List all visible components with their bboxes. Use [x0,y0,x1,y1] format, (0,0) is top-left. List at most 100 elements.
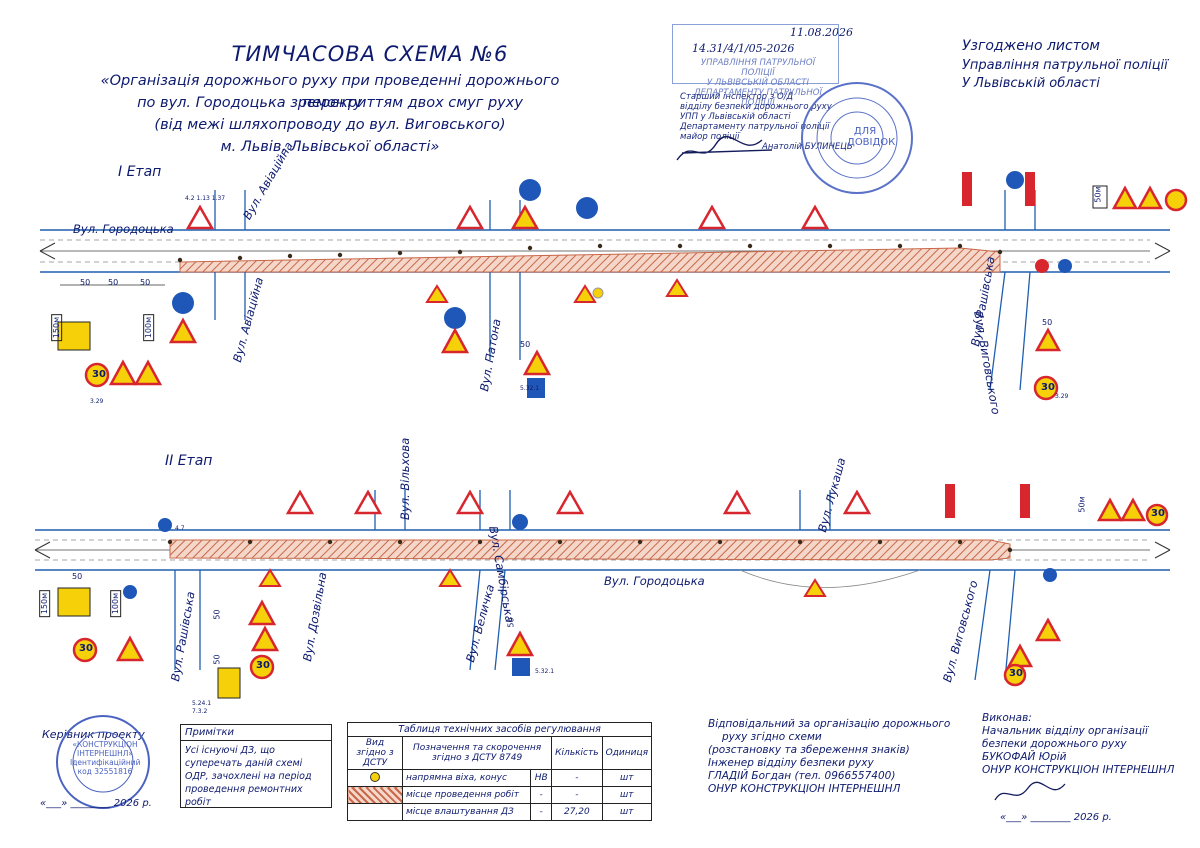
subtitle-line-2: по вул. Городоцька з перекриттям двох см… [137,95,523,111]
table-header: Вид згідно з ДСТУ [347,736,403,770]
roadwork-sign-icon [1111,185,1139,210]
warning-sign-icon [455,204,485,230]
direction-sign-icon [512,514,528,530]
sign-code: 5.32.1 [535,668,555,675]
warning-sign-icon [842,489,872,515]
cone-icon [370,771,380,782]
main-street-label: Вул. Городоцька [73,222,174,236]
roadwork-sign-icon [522,349,552,376]
warning-sign-icon [722,489,752,515]
scheme-title: ТИМЧАСОВА СХЕМА №6 [231,42,509,66]
subtitle-line-4: м. Львів, Львівської області» [220,139,440,155]
warning-sign-icon [697,204,727,230]
roadwork-sign-icon [1034,327,1062,352]
company-round-stamp [56,715,150,809]
speed-limit-value: 30 [1041,382,1055,393]
stage-2-signs [57,484,1169,699]
registration-number: 14.31/4/1/05-2026 [692,42,795,55]
sign-code: 3.29 [90,398,104,405]
direction-sign-icon [1006,171,1024,189]
dimension-label: 50 [80,278,91,287]
speed-limit-sign-icon [84,362,110,388]
roadwork-sign-icon [573,284,597,303]
sign-code: 3.29 [1055,393,1069,400]
direction-sign-icon [123,585,137,599]
side-street-rashivska [989,271,1031,391]
sign-code: 5.32.1 [520,385,540,392]
notes-text: Усі існуючі ДЗ, що суперечать даній схем… [185,745,312,808]
speed-limit-value: 30 [256,660,270,671]
distance-plate: 100м [110,589,122,618]
speed-limit-sign-icon [1164,188,1188,212]
side-street-lukasha [799,490,831,530]
notes-header: Примітки [181,725,331,741]
roadwork-sign-icon [665,278,689,297]
dimension-label: 50 [212,654,222,665]
distance-plate: 150м [51,313,63,342]
dimension-label: 50 [506,617,516,628]
side-street-rashivska [174,570,201,670]
registration-stamp-text: УПРАВЛІННЯ ПАТРУЛЬНОЇ ПОЛІЦІЇ У ЛЬВІВСЬК… [693,58,823,108]
approval-heading: Узгоджено листом [962,38,1100,54]
work-zone [179,247,1001,273]
sign-code-labels: 4.2 1.13 1.37 [185,195,226,202]
narrowing-sign-icon [133,359,163,386]
roadwork-sign-icon [438,568,462,587]
warning-sign-icon [353,489,383,515]
regulation-table: Таблиця технічних засобів регулювання Ви… [347,722,653,821]
table-row: місце влаштування ДЗ - 27,20 шт [347,803,653,821]
table-header: Кількість [551,736,603,770]
inspector-block: Старший інспектор з О/Д відділу безпеки … [680,92,853,152]
hatch-swatch [347,786,403,804]
direction-sign-icon [576,197,598,219]
company-stamp-text: «КОНСТРУКЦІОН ІНТЕРНЕШНЛ» Ідентифікаційн… [70,740,141,776]
roadwork-sign-icon [1136,185,1164,210]
roadwork-sign-icon [1034,617,1062,642]
roadwork-sign-icon [250,625,280,652]
manager-date-line: «___» ________ 2026 р. [40,798,152,809]
chevron-board-icon [945,484,955,518]
roadwork-sign-icon [258,568,282,587]
executor-signature [994,781,1066,801]
speed-limit-sign-icon [249,654,275,680]
table-header: Позначення та скорочення згідно з ДСТУ 8… [401,736,553,770]
sign-code: 7.3.2 [192,708,208,715]
road-arrow-icon [34,541,51,559]
no-entry-sign-icon [1035,259,1049,273]
roadwork-sign-icon [168,317,198,344]
registration-date: 11.08.2026 [790,26,853,39]
stage-2-label: ІІ Етап [165,453,213,469]
chevron-board-icon [1025,172,1035,206]
approval-line-3: У Львівській області [962,76,1100,91]
roadwork-sign-icon [1119,497,1147,522]
responsible-block: Відповідальний за організацію дорожнього… [708,718,951,795]
work-zone [169,539,1011,561]
stage-2-diagram [34,484,1171,699]
dimension-label: 50 [140,278,151,287]
speed-limit-sign-icon [1003,663,1027,687]
distance-plate: 150м [39,589,51,618]
dimension-label: 50 [72,572,83,581]
cone-line [177,243,1003,263]
round-stamp-text: ДЛЯ ДОВІДОК [847,126,896,148]
speed-limit-value: 30 [79,643,93,654]
table-row: місце проведення робіт - - шт [347,786,653,804]
road-edge [35,529,1170,571]
direction-sign-icon [519,179,541,201]
roadwork-sign-icon [510,204,540,230]
executor-date-line: «___» ________ 2026 р. [1000,812,1112,823]
approval-line-2: Управління патрульної поліції [962,58,1168,73]
roadwork-sign-icon [440,327,470,354]
chevron-board-icon [1020,484,1030,518]
lane-scheme-sign [57,321,91,351]
cone-marker [592,287,604,299]
inspector-signature [676,136,773,161]
roadwork-sign-icon [115,635,145,662]
distance-plate: 100м [143,313,155,342]
warning-sign-icon [555,489,585,515]
dimension-label: 50 [108,278,119,287]
lane-scheme-sign [217,667,241,699]
roadwork-sign-icon [803,578,827,597]
street-label: Вул. Вільхова [398,437,412,520]
notes-box: Примітки Усі існуючі ДЗ, що суперечать д… [180,724,332,808]
